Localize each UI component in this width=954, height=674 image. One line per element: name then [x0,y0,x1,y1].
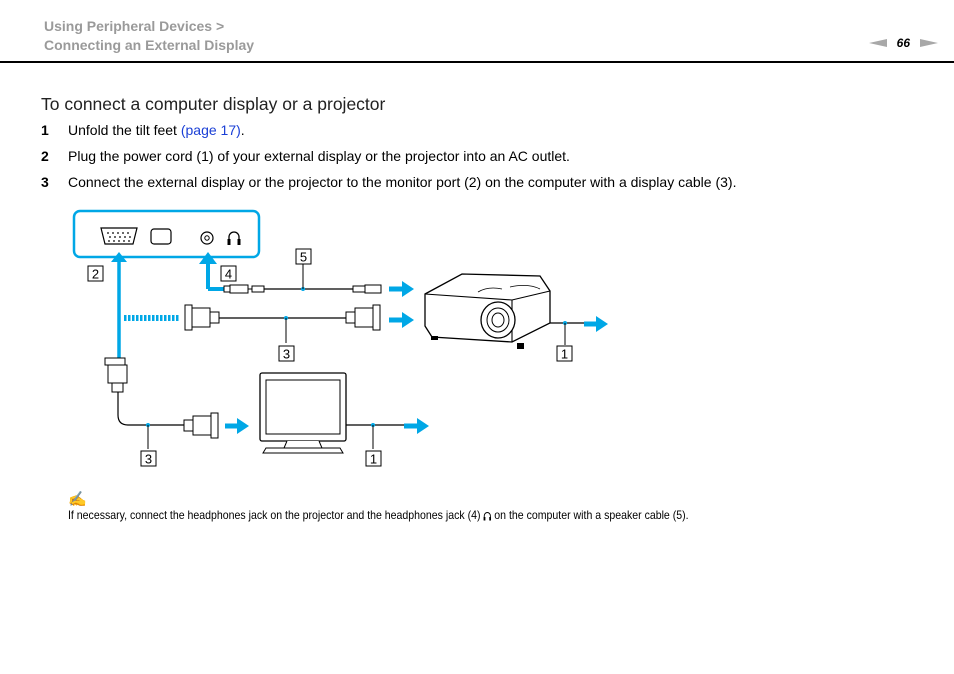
callout-3-projector: 3 [278,345,295,362]
note-text: If necessary, connect the headphones jac… [68,508,689,522]
display-cable-projector [184,304,381,343]
callout-3-monitor: 3 [140,450,157,467]
svg-text:3: 3 [283,347,290,362]
callout-2: 2 [87,265,104,282]
computer-port-panel [72,209,261,259]
svg-text:5: 5 [300,250,307,265]
svg-text:1: 1 [561,347,568,362]
svg-text:2: 2 [92,267,99,282]
pencil-note-icon: ✍ [68,491,87,508]
external-monitor [259,372,347,454]
breadcrumb-section[interactable]: Using Peripheral Devices > [44,18,225,34]
svg-text:4: 4 [225,267,232,282]
step-text-end: . [240,122,245,138]
breadcrumb: Using Peripheral Devices > Connecting an… [44,17,254,55]
callout-1-monitor: 1 [365,450,382,467]
next-page-icon[interactable] [920,39,938,47]
page-navigation: 66 [868,36,938,50]
callout-5: 5 [295,248,312,265]
section-heading: To connect a computer display or a proje… [41,94,386,114]
step-number: 2 [41,148,49,164]
breadcrumb-page[interactable]: Connecting an External Display [44,37,255,53]
previous-page-icon[interactable] [868,39,887,47]
display-cable-computer [104,357,219,449]
projector [424,273,551,349]
svg-text:3: 3 [145,452,152,467]
headphones-icon [483,512,492,521]
svg-text:1: 1 [370,452,377,467]
note: ✍ If necessary, connect the headphones j… [68,490,773,522]
header-divider [0,61,954,63]
step-text: Unfold the tilt feet [68,122,181,138]
step-number: 3 [41,174,49,190]
callout-1-projector: 1 [556,345,573,362]
step-text: Plug the power cord (1) of your external… [68,148,570,164]
page-number: 66 [896,36,910,50]
step-number: 1 [41,122,49,138]
step-text: Connect the external display or the proj… [68,174,737,190]
speaker-cable [223,264,382,294]
callout-4: 4 [220,265,237,282]
page-link[interactable]: (page 17) [180,122,241,138]
